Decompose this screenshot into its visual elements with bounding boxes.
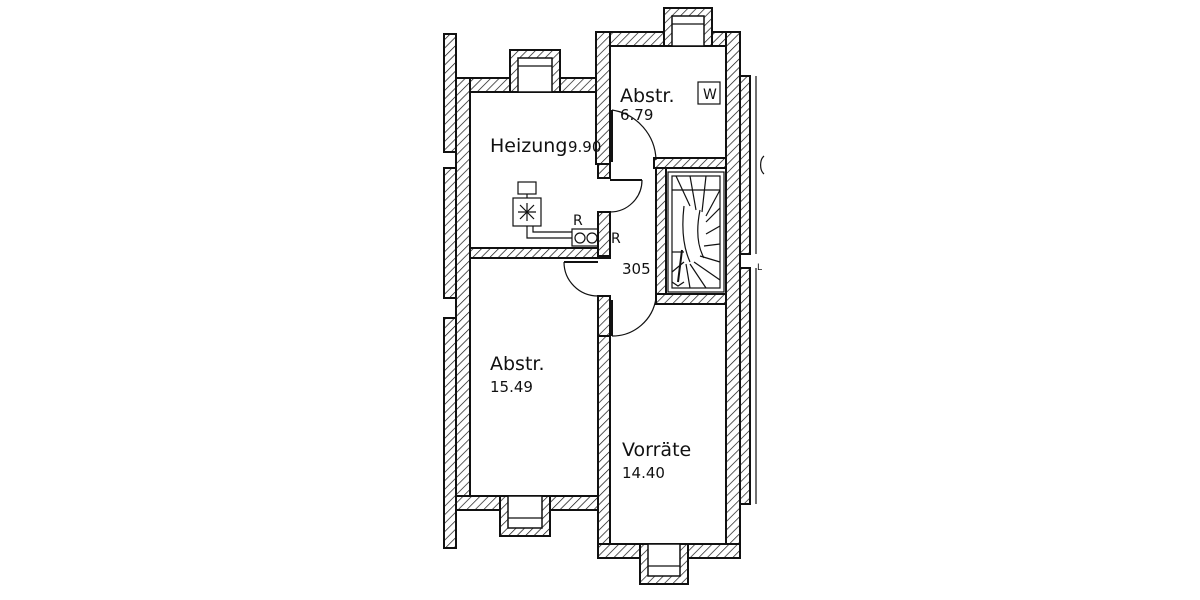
window-opening-top-right: [671, 15, 705, 47]
riser-label-side: R: [611, 231, 621, 247]
door-swing-icon: [611, 297, 657, 337]
wall-bottom-right-b: [685, 543, 741, 559]
room-area-vorraete: 14.40: [622, 464, 665, 482]
stair-icon: [667, 171, 725, 293]
neighbor-wall-left-mid: [443, 167, 457, 299]
washer-tag-label: W: [703, 87, 717, 103]
room-name-heizung: Heizung: [490, 135, 567, 157]
wall-heizung-right-lower: [597, 211, 611, 257]
room-name-vorraete: Vorräte: [622, 439, 691, 461]
wall-right-outer: [725, 31, 741, 559]
edge-arc-symbol: [760, 155, 765, 175]
riser-label-top: R: [573, 213, 583, 229]
wall-bottom-right-a: [597, 543, 643, 559]
wall-top-left-b: [557, 77, 599, 93]
room-name-abstr-small: Abstr.: [620, 85, 675, 107]
neighbor-wall-right-bottom: [739, 267, 751, 505]
neighbor-wall-left-bottom: [443, 317, 457, 549]
room-number-stair-hall: 305: [622, 260, 651, 278]
wall-abstr-small-bottom: [653, 157, 727, 169]
wall-heizung-abstr: [469, 247, 611, 259]
room-area-abstr-large: 15.49: [490, 378, 533, 396]
wall-abstr-small-left: [595, 31, 611, 165]
room-area-abstr-small: 6.79: [620, 106, 653, 124]
neighbor-wall-right-top: [739, 75, 751, 255]
wall-stair-bottom: [655, 293, 727, 305]
edge-mark-label: L: [757, 263, 762, 273]
room-name-abstr-large: Abstr.: [490, 353, 545, 375]
neighbor-wall-left-top: [443, 33, 457, 153]
boiler-icon: [512, 181, 542, 227]
wall-bottom-left-b: [547, 495, 601, 511]
wall-left-outer: [455, 77, 471, 511]
door-swing-icon: [563, 261, 599, 297]
door-swing-icon: [611, 109, 657, 162]
wall-stair-left: [655, 167, 667, 297]
window-opening-bottom-left: [507, 495, 543, 529]
door-swing-icon: [609, 179, 643, 213]
wall-vorraete-left: [597, 335, 611, 559]
washer-tag-box: [697, 81, 721, 105]
wall-bottom-left-a: [455, 495, 503, 511]
window-opening-top-left: [517, 57, 553, 93]
pipe-connection-icon: [526, 226, 599, 247]
room-area-heizung: 9.90: [568, 138, 601, 156]
window-opening-bottom-right: [647, 543, 681, 577]
